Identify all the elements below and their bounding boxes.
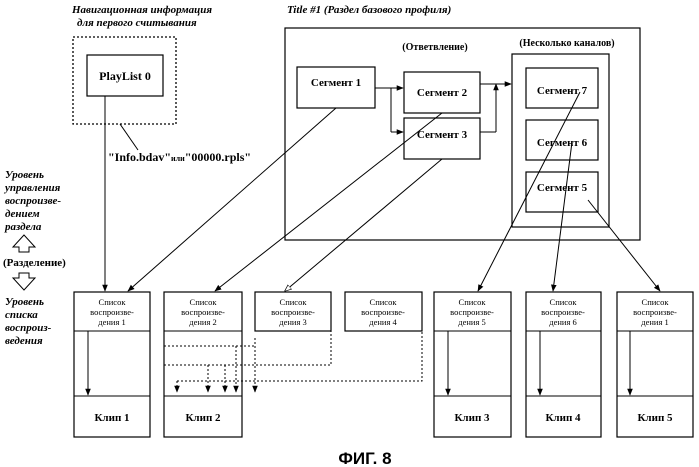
separation-label: (Разделение) <box>3 257 66 269</box>
branch-label: (Ответвление) <box>402 42 467 53</box>
control-level-label: Уровень управления воспроизве- дением ра… <box>3 169 61 233</box>
figure-caption: ФИГ. 8 <box>338 449 391 467</box>
clip-4-label: Клип 4 <box>545 412 581 424</box>
playlist-7-label-line2: воспроизве- <box>633 307 677 317</box>
clip-5-label: Клип 5 <box>637 412 673 424</box>
playlist-6-label-line1: Список <box>550 297 578 307</box>
playlist-6-label-line3: дения 6 <box>549 317 576 327</box>
playlist-5-label-line3: дения 5 <box>458 317 485 327</box>
clip-2-label: Клип 2 <box>185 412 221 424</box>
playlist-1-column: Список воспроизве- дения 1 Клип 1 <box>74 292 150 437</box>
playlist-4-label-line3: дения 4 <box>369 317 397 327</box>
playlist-level-line1: Уровень <box>5 296 44 308</box>
playlist-5-label-line1: Список <box>459 297 487 307</box>
segment-7-label: Сегмент 7 <box>537 85 588 97</box>
control-level-line1: Уровень <box>5 169 44 181</box>
file-label: "Info.bdav"или"00000.rpls" <box>108 150 251 164</box>
playlist-level-label: Уровень списка воспроиз- ведения <box>5 296 52 347</box>
playlist-6-label-line2: воспроизве- <box>541 307 585 317</box>
down-arrow-icon <box>13 273 35 290</box>
segment-1-label: Сегмент 1 <box>311 77 361 89</box>
playlist-4-label-line2: воспроизве- <box>361 307 405 317</box>
playlist-4-column: Список воспроизве- дения 4 <box>345 292 422 331</box>
playlist-2-label-line3: дения 2 <box>189 317 216 327</box>
playlist-3-label-line1: Список <box>280 297 308 307</box>
up-arrow-icon <box>13 235 35 252</box>
segment-5-label: Сегмент 5 <box>537 182 588 194</box>
segment-3-label: Сегмент 3 <box>417 129 468 141</box>
control-level-line2: управления <box>3 182 61 194</box>
control-level-line5: раздела <box>4 221 42 233</box>
playlist-7-label-line1: Список <box>642 297 670 307</box>
segment-6-label: Сегмент 6 <box>537 137 588 149</box>
file-label-part1: "Info.bdav" <box>108 150 171 164</box>
playlist-5-label-line2: воспроизве- <box>450 307 494 317</box>
playlist-2-column: Список воспроизве- дения 2 Клип 2 <box>164 292 242 437</box>
playlist-1-label-line3: дения 1 <box>98 317 125 327</box>
segment-2-label: Сегмент 2 <box>417 87 468 99</box>
clip-3-label: Клип 3 <box>454 412 490 424</box>
nav-info-title-line2: для первого считывания <box>77 17 197 29</box>
playlist-7-label-line3: дения 1 <box>641 317 668 327</box>
playlist-level-line4: ведения <box>5 335 43 347</box>
file-label-part2: или <box>171 154 185 163</box>
nav-info-leader-line <box>120 124 138 150</box>
playlist-5-column: Список воспроизве- дения 5 Клип 3 <box>434 292 511 437</box>
playlist-0-label: PlayList 0 <box>99 69 151 83</box>
control-level-line4: дением <box>5 208 40 220</box>
playlist-1-label-line2: воспроизве- <box>90 307 134 317</box>
playlist-1-label-line1: Список <box>99 297 127 307</box>
playlist-2-label-line1: Список <box>190 297 218 307</box>
playlist-7-column: Список воспроизве- дения 1 Клип 5 <box>617 292 693 437</box>
file-label-part3: "00000.rpls" <box>185 150 251 164</box>
playlist-2-label-line2: воспроизве- <box>181 307 225 317</box>
clip-1-label: Клип 1 <box>94 412 129 424</box>
playlist-level-line3: воспроиз- <box>5 322 52 334</box>
playlist-4-label-line1: Список <box>370 297 398 307</box>
playlist-6-column: Список воспроизве- дения 6 Клип 4 <box>526 292 601 437</box>
playlist-3-label-line3: дения 3 <box>279 317 306 327</box>
playlist-3-label-line2: воспроизве- <box>271 307 315 317</box>
title-box-label: Title #1 (Раздел базового профиля) <box>287 4 451 16</box>
control-level-line3: воспроизве- <box>5 195 61 207</box>
playlist-level-line2: списка <box>5 309 38 321</box>
nav-info-title-line1: Навигационная информация <box>71 4 212 16</box>
playlist-3-column: Список воспроизве- дения 3 <box>255 292 331 331</box>
multi-channel-label: (Несколько каналов) <box>519 38 614 49</box>
